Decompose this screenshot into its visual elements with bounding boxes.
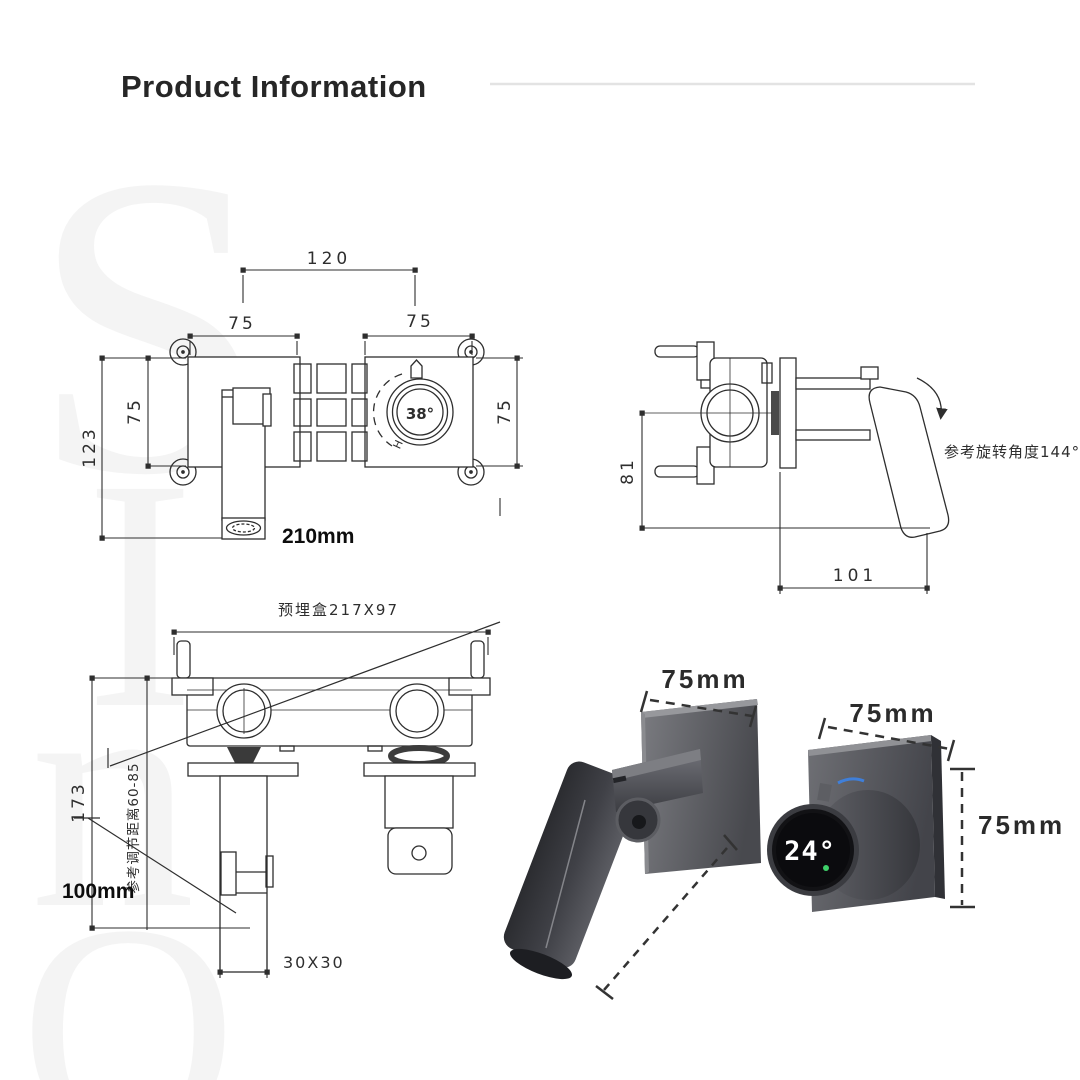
header: Product Information <box>121 69 975 104</box>
rotation-angle-note: 参考旋转角度144° <box>944 443 1080 461</box>
side-view-drawing: 81 101 参考旋转角度144° <box>618 341 1080 594</box>
watermark-letter: n <box>30 612 195 977</box>
wall-plate-side <box>779 357 797 469</box>
dim-75-inner: 75 <box>125 397 145 425</box>
top-view-dimensions <box>89 629 491 978</box>
display-temp-24: 24° <box>784 836 836 867</box>
front-view-drawing: H 38° 120 75 75 123 75 75 210mm <box>80 249 523 548</box>
top-view-drawing: 预埋盒217X97 173 参考调节距离60-85 100mm 30X30 <box>62 601 501 978</box>
page-title: Product Information <box>121 69 427 104</box>
render-left-unit <box>503 699 761 1000</box>
rotation-arrow <box>916 377 948 420</box>
front-spout <box>221 387 272 540</box>
center-grille <box>293 363 368 462</box>
dim-75mm-right-plate-width: 75mm <box>849 698 936 728</box>
embed-box-label: 预埋盒217X97 <box>278 601 399 619</box>
depth-label-100mm: 100mm <box>62 880 134 903</box>
dim-75-left: 75 <box>228 314 256 334</box>
dim-81: 81 <box>618 457 638 485</box>
render-view: 24° 75mm 75mm 75mm <box>503 664 1065 1000</box>
dim-123: 123 <box>80 426 100 467</box>
valve-body-side <box>640 357 797 469</box>
spout-length-label: 210mm <box>282 525 354 548</box>
embedded-box <box>171 640 491 752</box>
dim-75mm-left-plate: 75mm <box>661 664 748 694</box>
dim-75-side: 75 <box>495 397 515 425</box>
render-dimensions <box>639 690 975 909</box>
watermark-letter: O <box>20 863 237 1080</box>
display-green-dot <box>823 865 829 871</box>
adjust-distance-note: 参考调节距离60-85 <box>125 762 142 893</box>
dim-173: 173 <box>69 781 89 822</box>
blue-arc-indicator <box>837 777 865 785</box>
render-spout <box>503 761 639 968</box>
top-view-handle <box>363 745 476 875</box>
side-view-dimensions <box>639 410 930 594</box>
leader-lines <box>74 621 501 914</box>
mounting-lugs <box>169 338 485 486</box>
dim-75mm-right-plate-height: 75mm <box>978 810 1065 840</box>
render-knob-tab <box>817 782 832 802</box>
front-view-dimensions <box>99 267 523 541</box>
digital-display <box>776 813 850 887</box>
dim-120: 120 <box>307 249 351 269</box>
dim-75-right: 75 <box>406 312 434 332</box>
handle-side <box>868 386 950 538</box>
render-leader-dashed <box>603 847 728 991</box>
top-view-spout <box>187 747 299 973</box>
spout-arm-side <box>795 366 950 538</box>
dim-101: 101 <box>833 566 877 586</box>
thermostat-knob: H 38° <box>372 359 454 451</box>
render-right-unit: 24° <box>767 735 945 912</box>
dim-30x30: 30X30 <box>283 953 345 972</box>
knob-temp-38: 38° <box>406 405 434 423</box>
